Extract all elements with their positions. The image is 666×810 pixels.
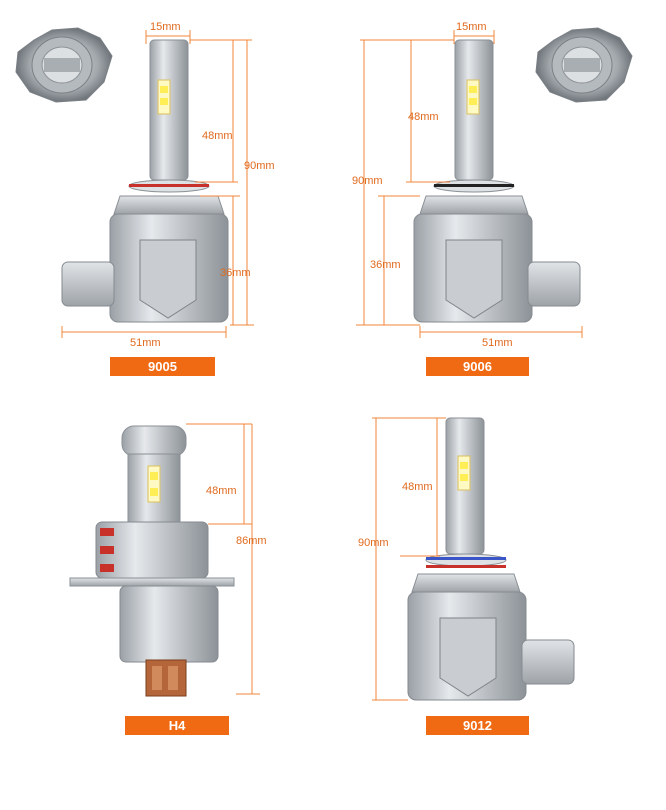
dim-9005-total-height: 90mm <box>244 160 275 172</box>
led-bulb-9006 <box>413 39 581 323</box>
dim-9006-base-width: 51mm <box>482 337 513 349</box>
dim-9006-led-height: 48mm <box>408 111 439 123</box>
dim-9006-total-height: 90mm <box>352 175 383 187</box>
dim-9005-top-width: 15mm <box>150 21 181 33</box>
dim-9005-led-height: 48mm <box>202 130 233 142</box>
dim-9005-base-height: 36mm <box>220 267 251 279</box>
model-label-9012: 9012 <box>426 716 529 735</box>
model-label-h4: H4 <box>125 716 229 735</box>
h4-flange-icon <box>535 27 633 103</box>
dim-9012-led-height: 48mm <box>402 481 433 493</box>
led-bulb-9012 <box>407 417 575 701</box>
model-label-9006: 9006 <box>426 357 529 376</box>
dim-h4-led-height: 48mm <box>206 485 237 497</box>
dim-9012-total-height: 90mm <box>358 537 389 549</box>
dim-9005-base-width: 51mm <box>130 337 161 349</box>
led-bulb-h4 <box>69 425 235 697</box>
led-bulb-9005 <box>61 39 229 323</box>
dim-9006-base-height: 36mm <box>370 259 401 271</box>
h4-flange-icon <box>15 27 113 103</box>
dim-9006-top-width: 15mm <box>456 21 487 33</box>
dim-h4-total-height: 86mm <box>236 535 267 547</box>
model-label-9005: 9005 <box>110 357 215 376</box>
dimension-lines <box>61 30 583 701</box>
